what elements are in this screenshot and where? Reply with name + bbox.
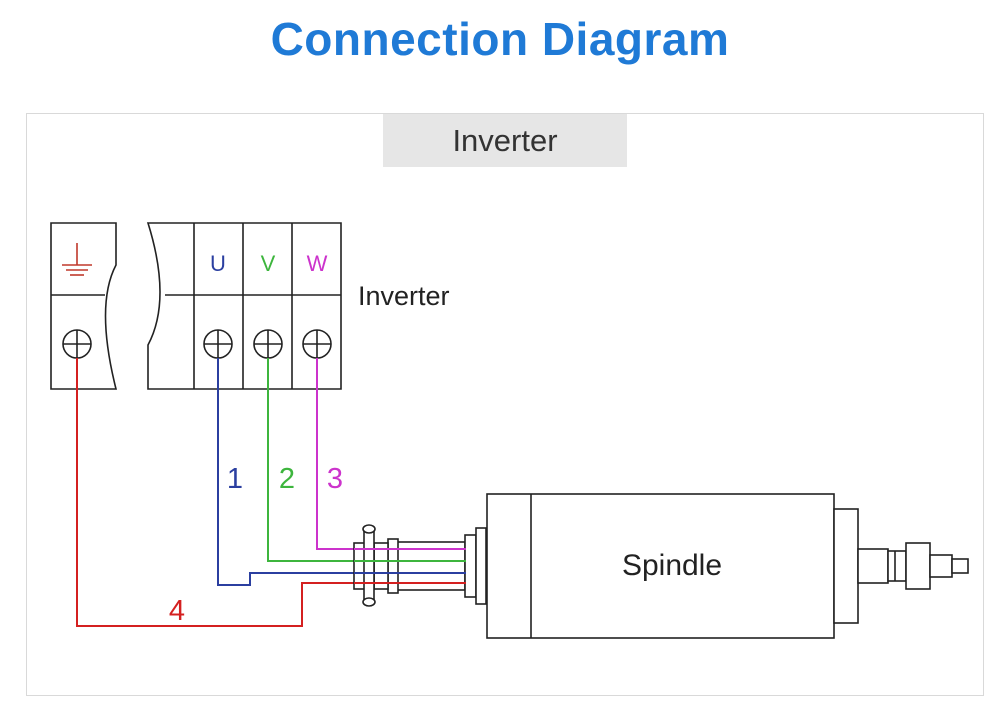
- wire-1: [217, 358, 466, 586]
- wire-number-4: 4: [169, 595, 185, 627]
- spindle-shaft: [857, 542, 969, 590]
- terminal-label-u: U: [210, 251, 226, 276]
- ground-terminal-block: [50, 222, 118, 390]
- wire-number-1: 1: [227, 463, 243, 495]
- ground-screw-icon: [62, 329, 92, 359]
- uvw-terminal-block: [146, 222, 342, 390]
- inverter-header-label: Inverter: [452, 122, 558, 158]
- terminal-label-v: V: [261, 251, 276, 276]
- wire-number-3: 3: [327, 463, 343, 495]
- wire-number-2: 2: [279, 463, 295, 495]
- cable-connector: [353, 524, 487, 607]
- connector-wire-overlay: [354, 548, 466, 584]
- page-title: Connection Diagram: [270, 13, 730, 65]
- diagram-frame: [26, 113, 984, 696]
- inverter-header-box: Inverter: [383, 114, 627, 167]
- terminal-label-w: W: [307, 251, 328, 276]
- terminal-screw-icons: [203, 329, 332, 359]
- spindle-body: [486, 493, 859, 639]
- wire-3: [316, 358, 466, 550]
- spindle-label: Spindle: [622, 549, 722, 582]
- inverter-label: Inverter: [358, 281, 450, 311]
- ground-icon: [62, 243, 92, 276]
